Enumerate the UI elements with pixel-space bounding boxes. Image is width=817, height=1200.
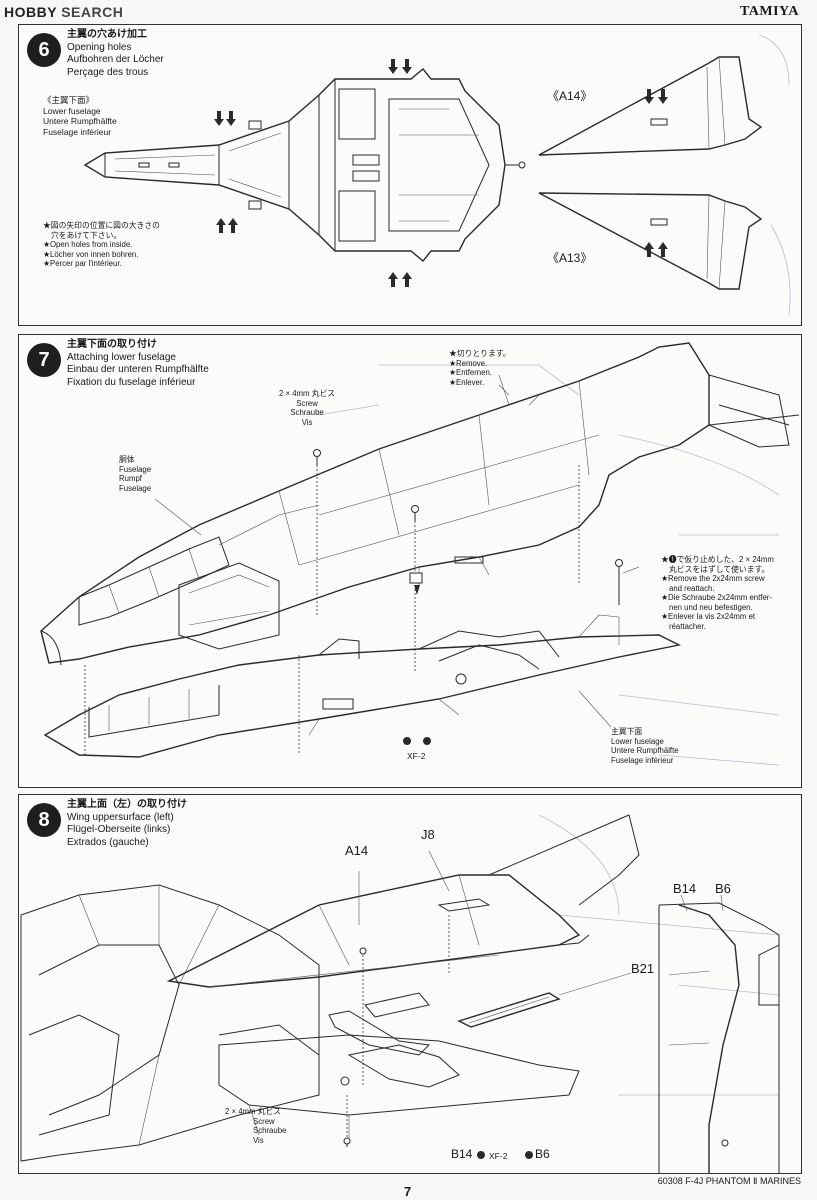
part-b21-drawing [457, 992, 561, 1028]
step-7-title-fr: Fixation du fuselage inférieur [67, 376, 196, 388]
step-8-screw-fr: Vis [253, 1135, 264, 1145]
fuselage-label: 胴体 Fuselage Rumpf Fuselage [119, 455, 151, 493]
part-label-a13: 《A13》 [547, 251, 593, 265]
lower-fuselage-plan [83, 59, 526, 287]
wing-upper-a14-drawing [166, 814, 640, 988]
step-8-title-fr: Extrados (gauche) [67, 836, 149, 848]
remove-note-en: ★Remove. [449, 358, 488, 368]
step-7-title-en: Attaching lower fuselage [67, 351, 176, 363]
step-7-screw-fr: Vis [301, 417, 313, 427]
fuselage-label-fr: Fuselage [119, 483, 152, 493]
open-holes-note-en: ★Open holes from inside. [43, 240, 133, 249]
paint-label-b6: B6 [535, 1147, 550, 1161]
paint-label-xf2: XF-2 [489, 1151, 508, 1161]
part-label-a14: 《A14》 [547, 89, 593, 103]
step-8-title-jp: 主翼上面（左）の取り付け [67, 799, 187, 810]
lower-fuselage-label-jp: 《主翼下面》 [43, 95, 95, 105]
remove-note-jp: ★切りとります。 [449, 349, 511, 358]
fuselage-label-en: Fuselage [119, 464, 152, 474]
step-6-drawing [83, 34, 791, 316]
step-6-title-de: Aufbohren der Löcher [67, 54, 164, 65]
logo-search-text: SEARCH [61, 4, 124, 20]
step-7-screw-en: Screw [296, 398, 318, 408]
step-6-number: 6 [27, 33, 61, 67]
step-8-screw-de: Schraube [253, 1126, 287, 1135]
open-holes-note-de: ★Löcher von innen bohren. [43, 249, 139, 259]
step-7-drawing [40, 342, 800, 766]
part-label-b21: B21 [631, 961, 655, 976]
part-label-a14-step8: A14 [345, 843, 369, 858]
screw-drawing [343, 1095, 351, 1147]
reattach-note-de2: nen und neu befestigen. [669, 602, 753, 612]
step-6-title-jp: 主翼の穴あけ加工 [67, 29, 147, 40]
reattach-note-de1: ★Die Schraube 2x24mm entfer- [661, 593, 772, 602]
open-holes-note: ★図の矢印の位置に図の大きさの 穴をあけて下さい。 ★Open holes fr… [43, 221, 160, 269]
lower-fuselage-label-de: Untere Rumpfhälfte [43, 116, 117, 126]
step-7-number: 7 [27, 343, 61, 377]
fuselage-label-jp: 胴体 [119, 455, 135, 464]
fuselage-label-de: Rumpf [119, 474, 142, 483]
open-holes-note-fr: ★Percer par l'intérieur. [43, 259, 122, 268]
step-7-title-jp: 主翼下面の取り付け [67, 339, 157, 350]
step-6-title-en: Opening holes [67, 41, 132, 53]
step-7-screw-jp: 2 × 4mm 丸ビス [279, 389, 336, 398]
step-8-screw-jp: 2 × 4mm 丸ビス [225, 1107, 282, 1116]
step-8-screw-en: Screw [253, 1116, 275, 1126]
reattach-screw-note: ★❶で仮り止めした、2 × 24mm 丸ビスをはずして使います。 ★Remove… [661, 555, 795, 631]
logo-hobby-text: HOBBY [4, 4, 57, 20]
lower-fuselage-label-fr: Fuselage inférieur [43, 126, 112, 137]
reattach-note-en1: ★Remove the 2x24mm screw [661, 574, 765, 583]
small-parts-drawing [328, 915, 450, 1085]
wing-a14-drawing [538, 56, 763, 156]
part-label-b6: B6 [715, 881, 731, 896]
wing-a13-drawing [538, 192, 763, 290]
step-8-title-en: Wing uppersurface (left) [67, 811, 174, 823]
lower-fuselage-7-en: Lower fuselage [611, 736, 664, 746]
step-8-number: 8 [27, 803, 61, 837]
detail-inset-drawing [658, 894, 780, 1173]
lower-fuselage-7-fr: Fuselage inférieur [611, 755, 674, 765]
reattach-note-fr2: réattacher. [669, 621, 706, 631]
step-8-panel: 8 主翼上面（左）の取り付け Wing uppersurface (left) … [18, 794, 802, 1174]
step-6-title: 主翼の穴あけ加工 Opening holes Aufbohren der Löc… [67, 29, 164, 79]
page-number: 7 [404, 1184, 412, 1199]
step-7-title: 主翼下面の取り付け Attaching lower fuselage Einba… [67, 339, 209, 389]
step-7-screw-label: 2 × 4mm 丸ビス Screw Schraube Vis [279, 389, 335, 427]
remove-note: ★切りとります。 ★Remove. ★Entfernen. ★Enlever. [449, 349, 511, 387]
remove-note-fr: ★Enlever. [449, 377, 485, 387]
step-8-title-de: Flügel-Oberseite (links) [67, 824, 171, 835]
lower-surface-drawing [218, 1034, 580, 1141]
step-7-panel: 7 主翼下面の取り付け Attaching lower fuselage Ein… [18, 334, 802, 788]
lower-fuselage-7-de: Untere Rumpfhälfte [611, 746, 679, 755]
part-label-j8: J8 [421, 827, 435, 842]
screw-guides [84, 449, 623, 755]
lower-fuselage-label-7: 主翼下面 Lower fuselage Untere Rumpfhälfte F… [611, 727, 679, 765]
step-8-title: 主翼上面（左）の取り付け Wing uppersurface (left) Fl… [67, 799, 187, 849]
tamiya-logo: TAMIYA [739, 4, 799, 19]
reattach-note-jp2: 丸ビスをはずして使います。 [669, 564, 770, 574]
step-8-drawing [20, 814, 780, 1173]
product-code: 60308 F-4J PHANTOM Ⅱ MARINES [657, 1176, 801, 1186]
reattach-note-fr1: ★Enlever la vis 2x24mm et [661, 612, 756, 621]
fuselage-drawing [40, 342, 800, 666]
fuselage-side-drawing [20, 884, 320, 1162]
step-7-title-de: Einbau der unteren Rumpfhälfte [67, 364, 209, 375]
step-7-screw-de: Schraube [290, 408, 324, 417]
remove-note-de: ★Entfernen. [449, 368, 492, 377]
open-holes-note-jp1: ★図の矢印の位置に図の大きさの [43, 221, 160, 230]
reattach-note-en2: and reattach. [669, 583, 715, 593]
reattach-note-jp1: ★❶で仮り止めした、2 × 24mm [661, 555, 774, 564]
step-6-title-fr: Perçage des trous [67, 66, 149, 78]
lower-fuselage-drawing [43, 614, 682, 758]
paint-label-b14: B14 [451, 1147, 473, 1161]
lower-fuselage-7-jp: 主翼下面 [611, 727, 643, 736]
lower-fuselage-label-en: Lower fuselage [43, 105, 101, 116]
lower-fuselage-label: 《主翼下面》 Lower fuselage Untere Rumpfhälfte… [43, 95, 117, 137]
open-holes-note-jp2: 穴をあけて下さい。 [51, 230, 122, 240]
step-6-panel: 6 主翼の穴あけ加工 Opening holes Aufbohren der L… [18, 24, 802, 326]
hobby-search-logo: HOBBY SEARCH [4, 4, 123, 20]
step-8-screw-label: 2 × 4mm 丸ビス Screw Schraube Vis [225, 1107, 286, 1145]
step-7-paint-label: XF-2 [407, 751, 426, 761]
part-label-b14: B14 [673, 881, 697, 896]
